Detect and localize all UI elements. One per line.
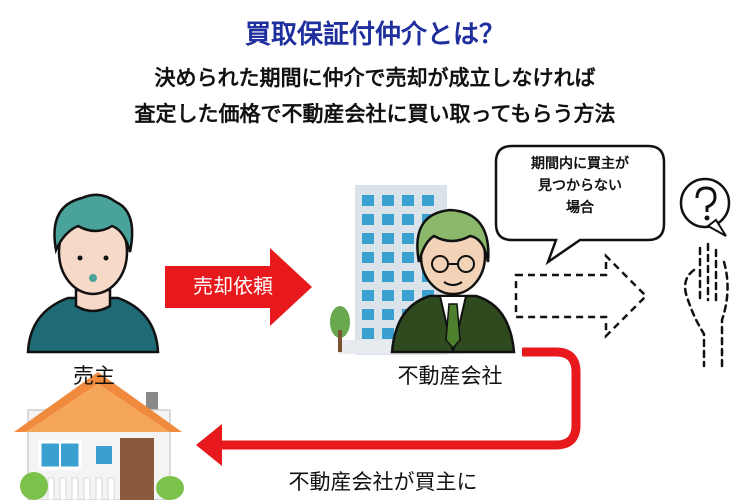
buyback-label: 不動産会社が買主に bbox=[288, 470, 478, 494]
subtitle-line-1: 決められた期間に仲介で売却が成立しなければ bbox=[154, 66, 596, 90]
building-window bbox=[402, 233, 414, 244]
question-hand-icon bbox=[679, 177, 731, 368]
page-title: 買取保証付仲介とは？ bbox=[244, 20, 505, 50]
building-window bbox=[382, 290, 394, 301]
building-window bbox=[362, 233, 374, 244]
seller-avatar bbox=[26, 193, 160, 354]
building-window bbox=[382, 214, 394, 225]
building-window bbox=[402, 195, 414, 206]
building-window bbox=[402, 271, 414, 282]
building-window bbox=[362, 195, 374, 206]
building-window bbox=[362, 328, 374, 339]
building-window bbox=[382, 195, 394, 206]
agent-avatar bbox=[390, 208, 516, 354]
bubble-text: 期間内に買主が 見つからない 場合 bbox=[500, 153, 660, 219]
bubble-line-2: 見つからない bbox=[538, 178, 622, 194]
building-window bbox=[382, 328, 394, 339]
buyback-arrow bbox=[218, 347, 581, 450]
building-window bbox=[362, 214, 374, 225]
house-icon bbox=[14, 372, 184, 500]
bubble-line-3: 場合 bbox=[566, 200, 594, 216]
building-window bbox=[402, 290, 414, 301]
building-window bbox=[402, 252, 414, 263]
sale-request-arrow bbox=[165, 248, 312, 326]
building-window bbox=[362, 309, 374, 320]
buyback-arrowhead bbox=[196, 424, 222, 466]
building-window bbox=[362, 271, 374, 282]
speech-bubble bbox=[494, 144, 666, 266]
sale-request-label: 売却依頼 bbox=[193, 274, 273, 298]
dashed-arrow bbox=[514, 252, 648, 340]
bubble-line-1: 期間内に買主が bbox=[531, 156, 629, 172]
building-window bbox=[382, 233, 394, 244]
building-window bbox=[362, 290, 374, 301]
building-window bbox=[402, 214, 414, 225]
agency-label: 不動産会社 bbox=[397, 364, 503, 388]
subtitle-line-2: 査定した価格で不動産会社に買い取ってもらう方法 bbox=[134, 102, 616, 126]
building-window bbox=[362, 252, 374, 263]
building-window bbox=[382, 252, 394, 263]
building-window bbox=[422, 195, 434, 206]
building-window bbox=[382, 271, 394, 282]
building-window bbox=[382, 309, 394, 320]
seller-label: 売主 bbox=[73, 364, 115, 388]
